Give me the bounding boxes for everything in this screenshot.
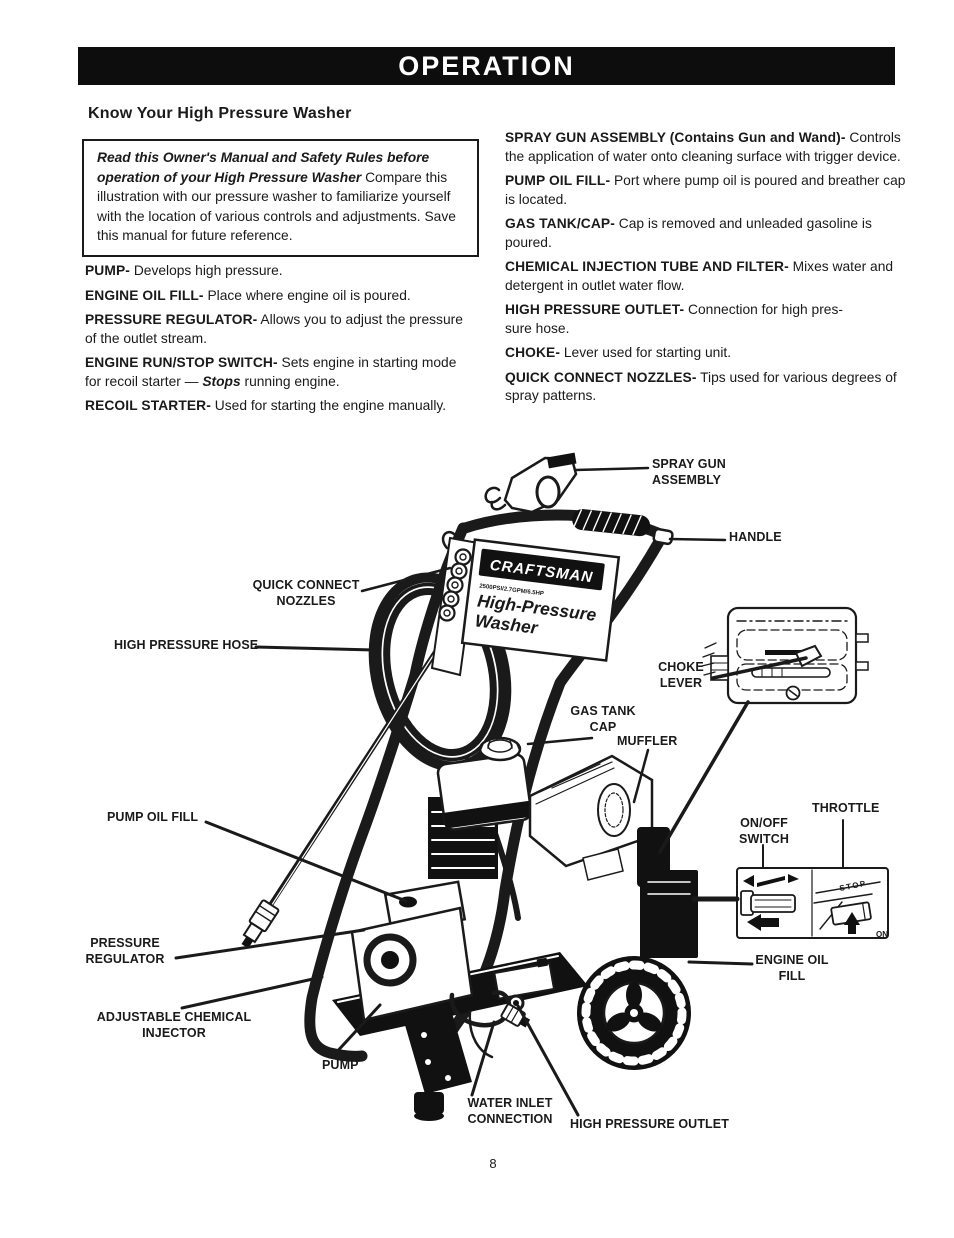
term: CHEMICAL INJECTION TUBE AND FILTER- bbox=[505, 259, 789, 274]
diagram-label-handle: HANDLE bbox=[729, 530, 782, 544]
diagram-label-high-pressure-hose: HIGH PRESSURE HOSE bbox=[114, 638, 259, 652]
desc: Controls the application of water onto c… bbox=[505, 130, 901, 164]
choke-inset-art bbox=[701, 606, 869, 705]
term: SPRAY GUN ASSEMBLY (Contains Gun and Wan… bbox=[505, 130, 846, 145]
desc: Connection for high pres- sure hose. bbox=[505, 302, 843, 336]
desc: Port where pump oil is poured and breath… bbox=[505, 173, 906, 207]
term: PUMP OIL FILL- bbox=[505, 173, 611, 188]
diagram-label-quick-connect-nozzles: QUICK CONNECT NOZZLES bbox=[252, 578, 360, 608]
switch-inset-art: STOP ON bbox=[736, 867, 889, 939]
term: ENGINE RUN/STOP SWITCH- bbox=[85, 355, 278, 370]
definition-quick-connect-nozzles: QUICK CONNECT NOZZLES- Tips used for var… bbox=[505, 369, 907, 406]
engine-tag-art bbox=[582, 848, 624, 881]
desc: Develops high pressure. bbox=[133, 263, 283, 278]
definition-chemical-injection: CHEMICAL INJECTION TUBE AND FILTER- Mixe… bbox=[505, 258, 907, 295]
gas-tank-art bbox=[436, 753, 533, 831]
definition-choke: CHOKE- Lever used for starting unit. bbox=[505, 344, 907, 363]
definition-pressure-regulator: PRESSURE REGULATOR- Allows you to adjust… bbox=[85, 311, 467, 348]
diagram-label-water-inlet-connection: WATER INLET CONNECTION bbox=[467, 1096, 553, 1126]
term: CHOKE- bbox=[505, 345, 561, 360]
definitions-left-column: PUMP- Develops high pressure. ENGINE OIL… bbox=[85, 262, 467, 422]
definition-recoil-starter: RECOIL STARTER- Used for starting the en… bbox=[85, 397, 467, 416]
choke-lever-art bbox=[794, 644, 823, 668]
pressure-washer-diagram: CRAFTSMAN 2500PSI/2.7GPM/6.5HP High-Pres… bbox=[0, 450, 954, 1162]
diagram-label-pump-oil-fill: PUMP OIL FILL bbox=[107, 810, 199, 824]
term: RECOIL STARTER- bbox=[85, 398, 211, 413]
operation-banner-text: OPERATION bbox=[398, 50, 575, 81]
diagram-label-gas-tank-cap: GAS TANK CAP bbox=[570, 704, 636, 734]
term: GAS TANK/CAP- bbox=[505, 216, 615, 231]
desc-after: running engine. bbox=[240, 373, 340, 389]
nozzle-strip-art bbox=[430, 536, 480, 677]
diagram-label-throttle: THROTTLE bbox=[812, 801, 880, 815]
diagram-label-adjustable-chemical-injector: ADJUSTABLE CHEMICAL INJECTOR bbox=[96, 1010, 252, 1040]
desc: Used for starting the engine manually. bbox=[214, 398, 447, 413]
page-number: 8 bbox=[489, 1156, 497, 1171]
desc: Allows you to adjust the pressure of the… bbox=[85, 312, 463, 346]
diagram-label-on-off-switch: ON/OFF SWITCH bbox=[739, 816, 789, 846]
diagram-label-pump: PUMP bbox=[322, 1058, 359, 1072]
definition-engine-oil-fill: ENGINE OIL FILL- Place where engine oil … bbox=[85, 287, 467, 306]
gas-cap-art bbox=[478, 736, 522, 762]
definition-spray-gun-assembly: SPRAY GUN ASSEMBLY (Contains Gun and Wan… bbox=[505, 129, 907, 166]
spray-gun-art bbox=[484, 452, 578, 514]
on-off-switch-art bbox=[750, 894, 796, 913]
term: ENGINE OIL FILL- bbox=[85, 287, 204, 303]
handle-grip-art bbox=[572, 509, 674, 546]
wheel-art bbox=[577, 956, 691, 1070]
desc: Cap is removed and unleaded gasoline is … bbox=[505, 216, 872, 250]
diagram-label-muffler: MUFFLER bbox=[617, 734, 678, 748]
definition-pump-oil-fill: PUMP OIL FILL- Port where pump oil is po… bbox=[505, 172, 907, 209]
page-title: Know Your High Pressure Washer bbox=[88, 105, 352, 122]
diagram-label-high-pressure-outlet: HIGH PRESSURE OUTLET bbox=[570, 1117, 729, 1131]
notice-regular: Compare this illustration with our press… bbox=[97, 169, 456, 244]
desc: Lever used for starting unit. bbox=[563, 345, 732, 360]
diagram-label-spray-gun-assembly: SPRAY GUN ASSEMBLY bbox=[652, 457, 726, 487]
diagram-label-choke-lever: CHOKE LEVER bbox=[658, 660, 704, 690]
engine-side-panel-art bbox=[640, 870, 698, 958]
operation-banner: OPERATION bbox=[78, 47, 895, 85]
brand-panel-art: CRAFTSMAN 2500PSI/2.7GPM/6.5HP High-Pres… bbox=[460, 538, 621, 662]
chemical-tube-art bbox=[468, 1010, 494, 1059]
notice-bold-italic: Read this Owner's Manual and Safety Rule… bbox=[97, 150, 430, 185]
definition-engine-run-stop-switch: ENGINE RUN/STOP SWITCH- Sets engine in s… bbox=[85, 354, 467, 391]
emphasis: Stops bbox=[202, 373, 241, 389]
desc: Mixes water and detergent in outlet wate… bbox=[505, 259, 894, 293]
term: PUMP- bbox=[85, 263, 130, 278]
engine-art bbox=[428, 736, 698, 958]
leader-lines bbox=[174, 466, 844, 1117]
pump-art bbox=[350, 880, 556, 1059]
term: PRESSURE REGULATOR- bbox=[85, 312, 258, 327]
definition-gas-tank-cap: GAS TANK/CAP- Cap is removed and unleade… bbox=[505, 215, 907, 252]
definition-high-pressure-outlet: HIGH PRESSURE OUTLET- Connection for hig… bbox=[505, 301, 907, 338]
throttle-on-text: ON bbox=[876, 930, 888, 939]
desc: Sets engine in starting mode for recoil … bbox=[85, 355, 457, 389]
term: QUICK CONNECT NOZZLES- bbox=[505, 369, 697, 385]
muffler-art bbox=[528, 754, 654, 868]
diagram-label-engine-oil-fill: ENGINE OIL FILL bbox=[755, 953, 829, 983]
definition-pump: PUMP- Develops high pressure. bbox=[85, 262, 467, 281]
definitions-right-column: SPRAY GUN ASSEMBLY (Contains Gun and Wan… bbox=[505, 129, 907, 412]
machine-illustration: CRAFTSMAN 2500PSI/2.7GPM/6.5HP High-Pres… bbox=[174, 452, 889, 1121]
desc: Tips used for various degrees of spray p… bbox=[505, 369, 897, 404]
spray-wand-art bbox=[241, 642, 443, 949]
desc: Place where engine oil is poured. bbox=[207, 287, 411, 303]
water-inlet-fitting-art bbox=[500, 1003, 531, 1028]
term: HIGH PRESSURE OUTLET- bbox=[505, 302, 685, 317]
notice-box: Read this Owner's Manual and Safety Rule… bbox=[82, 139, 479, 257]
diagram-label-pressure-regulator: PRESSURE REGULATOR bbox=[85, 936, 165, 966]
